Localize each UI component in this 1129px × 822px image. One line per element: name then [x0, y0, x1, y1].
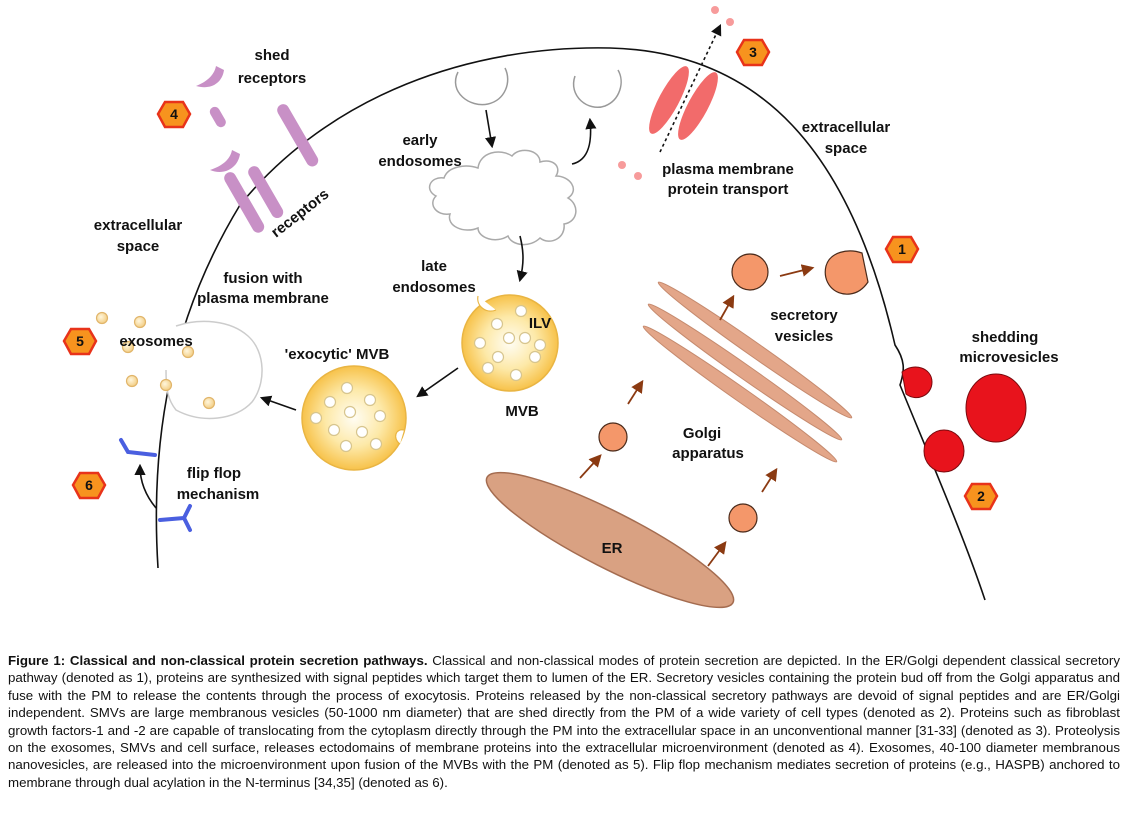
secretory-vesicles: [598, 253, 769, 533]
label-er: ER: [602, 540, 623, 557]
vesicle-to-membrane-arrow: [779, 264, 815, 277]
flipflop-protein-in: [158, 504, 192, 532]
caption-title: Figure 1: Classical and non-classical pr…: [8, 653, 428, 668]
label-ilv: ILV: [529, 315, 551, 332]
vesicle-to-golgi-arrow-1: [627, 379, 644, 405]
endocytosis-arrow: [485, 109, 497, 149]
label-mvb: MVB: [505, 403, 539, 420]
badge-5: 5: [62, 327, 98, 356]
vesicle-to-golgi-arrow-2: [761, 467, 778, 493]
caption-body: Classical and non-classical modes of pro…: [8, 653, 1120, 790]
endoplasmic-reticulum: [485, 471, 735, 609]
mvb-to-exocytic-arrow: [416, 367, 459, 398]
recycling-arrow: [571, 117, 597, 165]
ilv-group: [473, 304, 547, 382]
mvb-invagination: [477, 295, 497, 312]
svg-text:2: 2: [977, 488, 985, 504]
figure-caption: Figure 1: Classical and non-classical pr…: [8, 652, 1120, 791]
exocytic-ilv-group: [309, 381, 387, 453]
secreted-proteins: [618, 6, 734, 180]
golgi-to-vesicle-arrow: [719, 294, 735, 321]
exosomes: [95, 311, 216, 410]
svg-text:1: 1: [898, 241, 906, 257]
microvesicle-small: [923, 429, 965, 473]
badge-6: 6: [71, 471, 107, 500]
plasma-membrane: [155, 47, 986, 601]
receptors: [209, 104, 319, 233]
early-endosome-shape: [428, 149, 577, 246]
golgi-apparatus: [642, 281, 853, 463]
badge-4: 4: [156, 100, 192, 129]
maturation-arrow: [516, 235, 528, 283]
badge-1: 1: [884, 235, 920, 264]
endocytic-pit-right: [572, 69, 622, 108]
svg-text:4: 4: [170, 106, 178, 122]
er-to-vesicle-arrow-2: [707, 540, 727, 567]
fusion-site: [165, 320, 263, 420]
exocytic-mvb-notch: [395, 429, 405, 445]
badge-2: 2: [963, 482, 999, 511]
receptor-head: [210, 150, 240, 173]
er-to-vesicle-arrow-1: [579, 454, 602, 479]
endocytic-pit-left: [454, 67, 509, 106]
flipflop-protein-out: [119, 438, 157, 457]
exocytic-to-fusion-arrow: [259, 395, 297, 411]
budding-microvesicle: [901, 366, 933, 398]
label-exocytic-mvb: 'exocytic' MVB: [285, 346, 390, 363]
svg-text:5: 5: [76, 333, 84, 349]
pm-transport-protein: [649, 66, 718, 140]
secretory-vesicle-fusing: [824, 250, 869, 295]
flipflop-arrow: [134, 463, 157, 509]
shed-receptor: [196, 66, 224, 88]
microvesicle-large: [965, 373, 1027, 443]
pm-transport-arrow: [659, 23, 722, 153]
badge-3: 3: [735, 38, 771, 67]
svg-text:3: 3: [749, 44, 757, 60]
label-exosomes: exosomes: [119, 333, 192, 350]
svg-text:6: 6: [85, 477, 93, 493]
